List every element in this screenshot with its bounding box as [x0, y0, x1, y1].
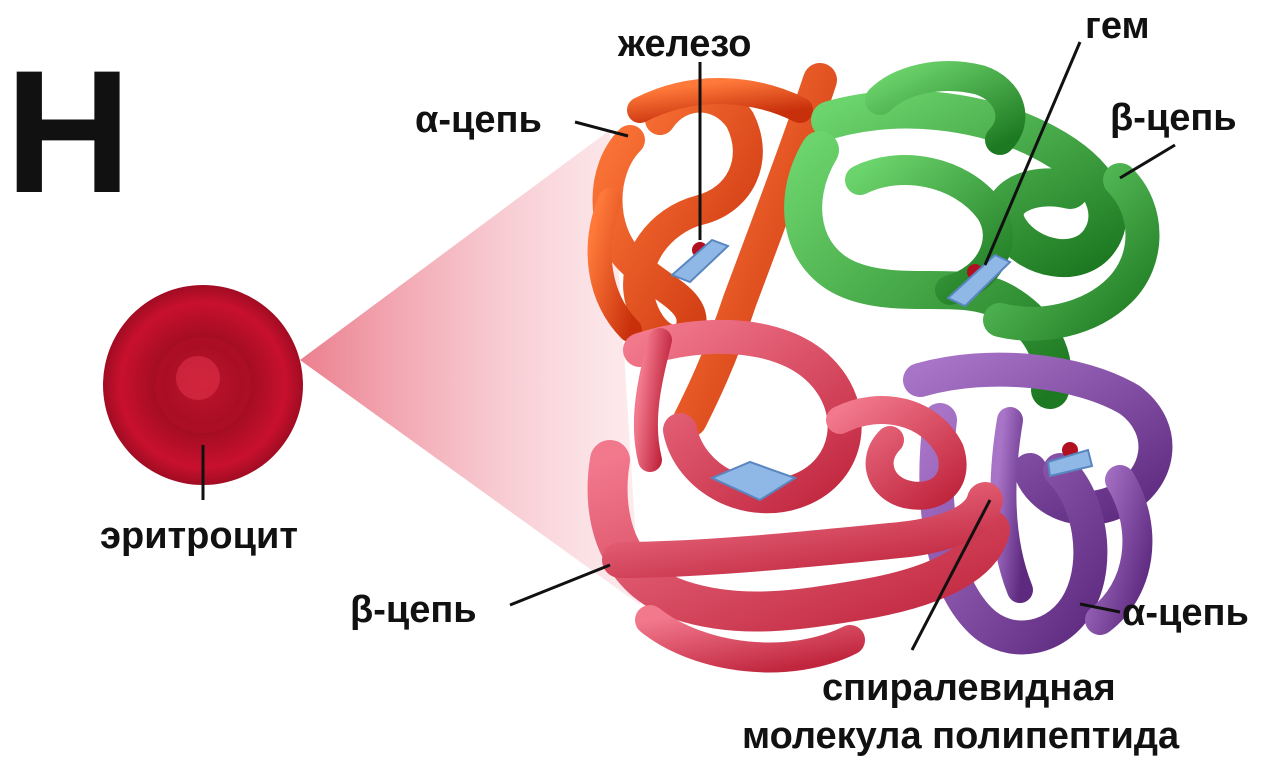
label-iron: железо — [617, 23, 752, 65]
beta-chain-top — [803, 76, 1142, 390]
label-beta-chain-bottom: β-цепь — [350, 589, 477, 631]
leader-beta-bottom — [510, 565, 610, 605]
panel-letter: H — [5, 35, 131, 230]
label-helical-line1: спиралевидная — [822, 667, 1116, 709]
label-helical-line2: молекула полипептида — [742, 715, 1180, 757]
alpha-chain-bottom — [920, 370, 1155, 638]
magnification-beam — [300, 130, 640, 605]
label-heme: гем — [1085, 5, 1150, 47]
label-alpha-chain-top: α-цепь — [415, 99, 542, 141]
label-erythrocyte: эритроцит — [100, 515, 298, 557]
label-beta-chain-top: β-цепь — [1110, 97, 1237, 139]
label-alpha-chain-bottom: α-цепь — [1122, 592, 1249, 634]
leader-beta-top — [1120, 145, 1175, 178]
